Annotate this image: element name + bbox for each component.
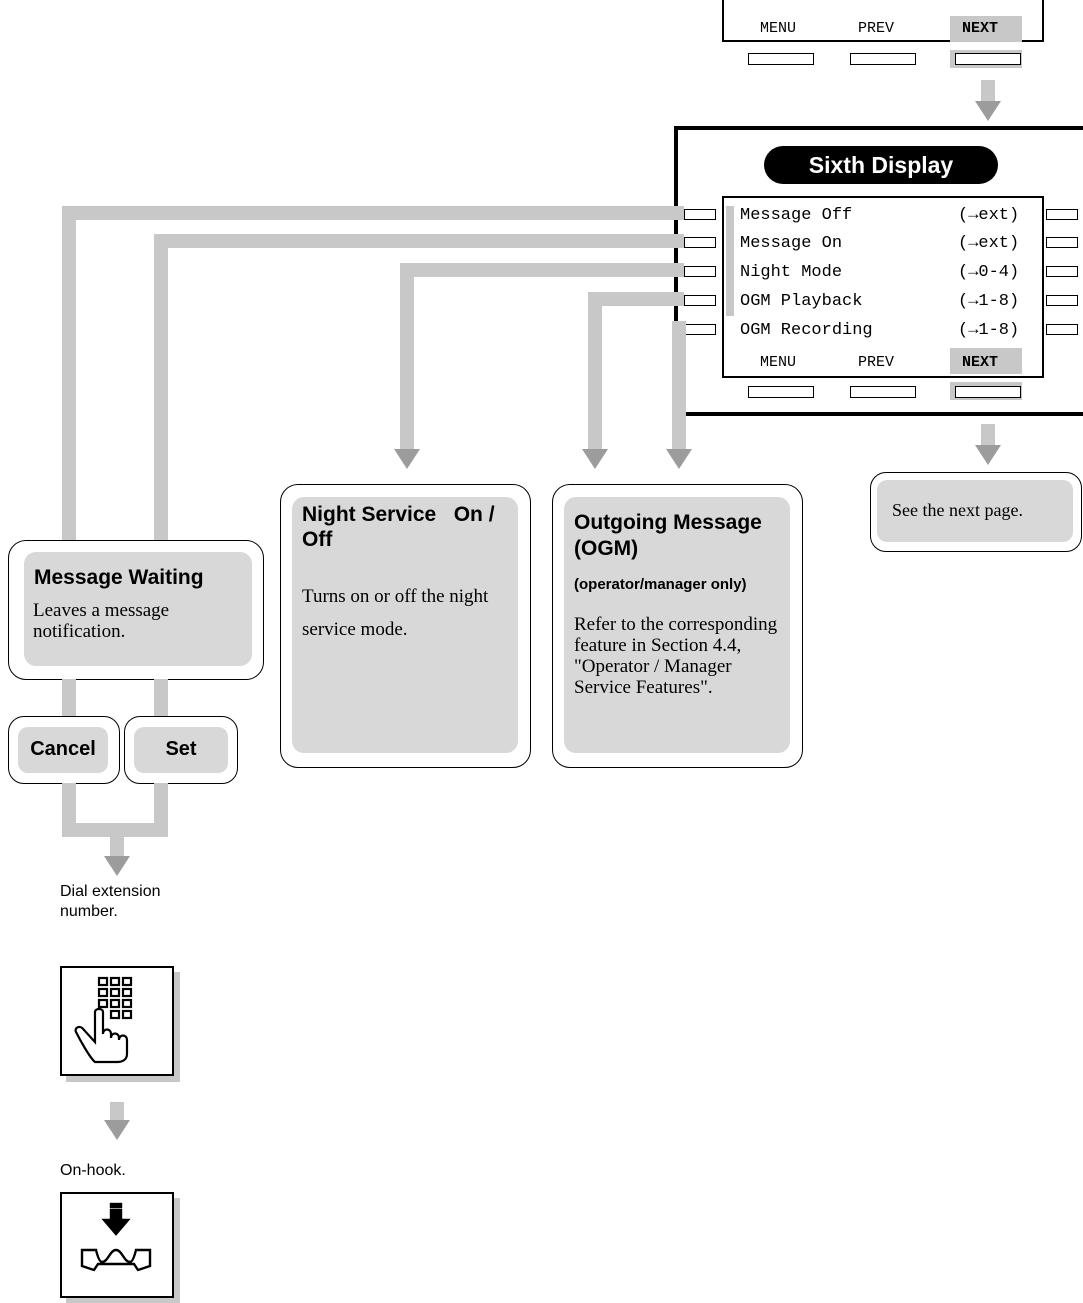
display-next-highlight — [950, 348, 1022, 374]
left-key-2[interactable] — [684, 237, 716, 248]
display-item-ogm-recording-target: (→1-8) — [958, 321, 1020, 340]
night-service-desc: Turns on or off the night service mode. — [302, 586, 489, 640]
cancel-button[interactable] — [18, 727, 108, 773]
right-key-2[interactable] — [1046, 237, 1078, 248]
right-key-4[interactable] — [1046, 295, 1078, 306]
display-screen — [722, 196, 1044, 378]
down-arrow-icon — [975, 101, 1001, 121]
down-arrow-icon — [582, 449, 608, 469]
top-menu-label: MENU — [760, 20, 797, 37]
display-item-message-off-target: (→ext) — [958, 206, 1020, 225]
top-next-softkey[interactable] — [955, 53, 1021, 65]
night-service-title: Night Service On / Off — [302, 503, 501, 551]
top-next-label: NEXT — [962, 20, 999, 37]
left-key-3[interactable] — [684, 266, 716, 277]
display-item-message-on[interactable]: Message On — [740, 234, 843, 253]
dial-step-frame — [60, 966, 174, 1076]
display-title: Sixth Display — [764, 146, 998, 184]
top-next-highlight — [950, 16, 1022, 42]
down-arrow-icon — [666, 449, 692, 469]
onhook-step-label: On-hook. — [60, 1162, 126, 1179]
top-prev-softkey[interactable] — [850, 53, 916, 65]
cancel-label: Cancel — [30, 738, 96, 760]
top-prev-label: PREV — [858, 20, 895, 37]
down-arrow-icon — [104, 856, 130, 876]
message-waiting-title: Message Waiting — [34, 566, 204, 589]
display-item-message-off[interactable]: Message Off — [740, 206, 853, 225]
display-item-ogm-playback[interactable]: OGM Playback — [740, 292, 863, 311]
display-next-label: NEXT — [962, 354, 999, 371]
right-key-3[interactable] — [1046, 266, 1078, 277]
display-prev-softkey[interactable] — [850, 386, 916, 398]
down-arrow-icon — [104, 1120, 130, 1140]
ogm-subtitle: (operator/manager only) — [574, 576, 747, 593]
set-button[interactable] — [134, 727, 228, 773]
right-key-5[interactable] — [1046, 324, 1078, 335]
display-prev-label: PREV — [858, 354, 895, 371]
display-item-night-mode[interactable]: Night Mode — [740, 263, 843, 282]
next-page-text: See the next page. — [892, 500, 1023, 520]
down-arrow-icon — [975, 445, 1001, 465]
message-waiting-desc: Leaves a message notification. — [33, 600, 170, 642]
onhook-step-frame — [60, 1192, 174, 1298]
keypad-dial-icon — [74, 976, 133, 1064]
display-menu-label: MENU — [760, 354, 797, 371]
down-arrow-icon — [394, 449, 420, 469]
ogm-desc: Refer to the corresponding feature in Se… — [574, 614, 778, 698]
display-item-night-mode-target: (→0-4) — [958, 263, 1020, 282]
left-key-5[interactable] — [684, 324, 716, 335]
left-key-4[interactable] — [684, 295, 716, 306]
display-item-message-on-target: (→ext) — [958, 234, 1020, 253]
ogm-title: Outgoing Message (OGM) — [574, 511, 762, 560]
top-menu-softkey[interactable] — [748, 53, 814, 65]
top-softkey-frame — [722, 0, 1044, 42]
display-item-ogm-recording[interactable]: OGM Recording — [740, 321, 873, 340]
display-next-softkey[interactable] — [955, 386, 1021, 398]
dial-step-label: Dial extension number. — [60, 883, 161, 920]
display-menu-softkey[interactable] — [748, 386, 814, 398]
set-label: Set — [165, 738, 197, 760]
display-item-ogm-playback-target: (→1-8) — [958, 292, 1020, 311]
right-key-1[interactable] — [1046, 209, 1078, 220]
handset-onhook-icon — [80, 1202, 152, 1272]
left-key-1[interactable] — [684, 209, 716, 220]
